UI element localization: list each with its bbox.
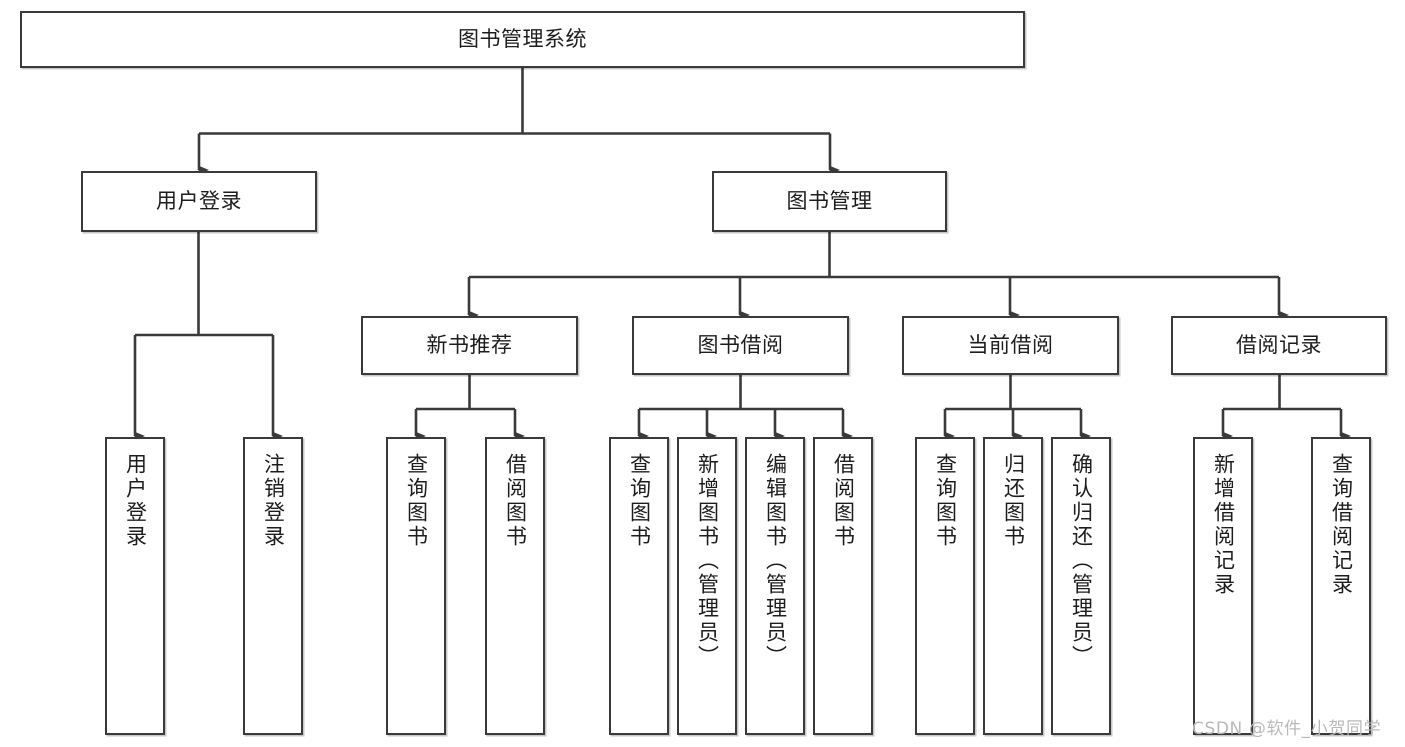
leaf-record-query-borrow-record-label: 查询借阅记录 — [1329, 453, 1354, 597]
node-book-borrow[interactable]: 图书借阅 — [632, 316, 849, 375]
node-user-login-label: 用户登录 — [156, 188, 242, 213]
node-borrow-record[interactable]: 借阅记录 — [1171, 316, 1387, 375]
node-user-login[interactable]: 用户登录 — [81, 171, 317, 232]
leaf-user-login-label: 用户登录 — [123, 453, 148, 549]
node-book-manage[interactable]: 图书管理 — [712, 171, 947, 232]
csdn-watermark: CSDN @软件_小贺同学 — [1192, 719, 1382, 739]
leaf-borrow-add-book-admin-label: 新增图书（管理员） — [695, 453, 720, 669]
leaf-recommend-borrow-book[interactable]: 借阅图书 — [485, 437, 545, 735]
leaf-current-confirm-return-admin-label: 确认归还（管理员） — [1069, 453, 1094, 669]
node-current-borrow[interactable]: 当前借阅 — [902, 316, 1119, 375]
leaf-current-query-book[interactable]: 查询图书 — [915, 437, 975, 735]
leaf-borrow-edit-book-admin[interactable]: 编辑图书（管理员） — [745, 437, 805, 735]
leaf-recommend-query-book[interactable]: 查询图书 — [386, 437, 446, 735]
leaf-borrow-query-book-label: 查询图书 — [627, 453, 652, 549]
node-book-borrow-label: 图书借阅 — [697, 332, 784, 357]
leaf-record-add-borrow-record[interactable]: 新增借阅记录 — [1193, 437, 1253, 735]
node-root[interactable]: 图书管理系统 — [20, 11, 1025, 68]
leaf-user-login[interactable]: 用户登录 — [105, 437, 165, 735]
leaf-borrow-edit-book-admin-label: 编辑图书（管理员） — [763, 453, 788, 669]
leaf-current-return-book[interactable]: 归还图书 — [983, 437, 1043, 735]
leaf-recommend-borrow-book-label: 借阅图书 — [503, 453, 528, 549]
node-borrow-record-label: 借阅记录 — [1236, 332, 1322, 357]
leaf-borrow-borrow-book[interactable]: 借阅图书 — [813, 437, 873, 735]
leaf-current-return-book-label: 归还图书 — [1001, 453, 1026, 549]
node-book-manage-label: 图书管理 — [786, 188, 873, 213]
leaf-logout-label: 注销登录 — [261, 453, 286, 549]
leaf-logout[interactable]: 注销登录 — [243, 437, 303, 735]
leaf-record-add-borrow-record-label: 新增借阅记录 — [1211, 453, 1236, 597]
node-new-book-recommend-label: 新书推荐 — [426, 332, 513, 357]
node-current-borrow-label: 当前借阅 — [967, 332, 1054, 357]
node-root-label: 图书管理系统 — [458, 26, 587, 51]
leaf-borrow-add-book-admin[interactable]: 新增图书（管理员） — [677, 437, 737, 735]
leaf-recommend-query-book-label: 查询图书 — [404, 453, 429, 549]
leaf-current-query-book-label: 查询图书 — [933, 453, 958, 549]
leaf-record-query-borrow-record[interactable]: 查询借阅记录 — [1311, 437, 1371, 735]
node-new-book-recommend[interactable]: 新书推荐 — [361, 316, 578, 375]
leaf-borrow-borrow-book-label: 借阅图书 — [831, 453, 856, 549]
leaf-current-confirm-return-admin[interactable]: 确认归还（管理员） — [1051, 437, 1111, 735]
leaf-borrow-query-book[interactable]: 查询图书 — [609, 437, 669, 735]
